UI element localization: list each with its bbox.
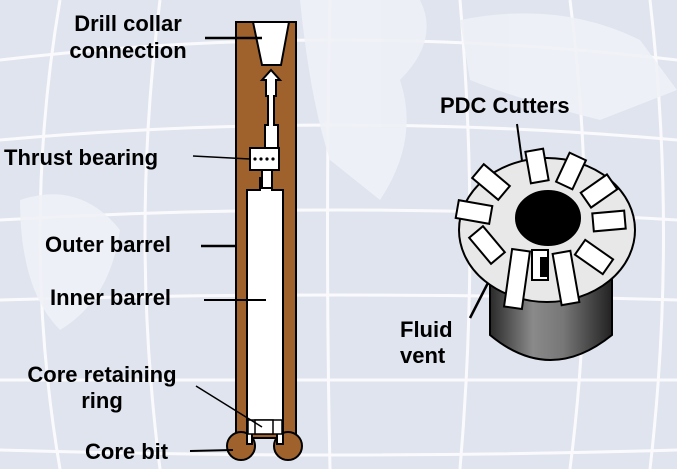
core-barrel — [226, 21, 303, 461]
drill-collar-socket — [251, 21, 291, 66]
fluid-vent-slot — [540, 257, 548, 277]
bit-labels: PDC Cutters Fluid vent — [400, 93, 570, 368]
label-inner-barrel: Inner barrel — [50, 285, 171, 310]
pdc-bit — [454, 147, 636, 361]
label-drill-collar: Drill collar — [74, 11, 182, 36]
label-fluid-vent: Fluid — [400, 317, 453, 342]
label-core-retaining-2: ring — [81, 388, 123, 413]
bit-center-port — [515, 190, 581, 246]
background-continents — [20, 0, 677, 330]
inner-bore — [246, 177, 284, 445]
label-core-bit: Core bit — [85, 439, 169, 464]
label-pdc-cutters: PDC Cutters — [440, 93, 570, 118]
label-core-retaining: Core retaining — [27, 362, 176, 387]
label-thrust-bearing: Thrust bearing — [4, 145, 158, 170]
label-fluid-vent-2: vent — [400, 343, 446, 368]
thrust-shaft — [259, 68, 283, 151]
core-barrel-labels: Drill collar connection Thrust bearing O… — [4, 11, 187, 464]
label-outer-barrel: Outer barrel — [45, 232, 171, 257]
label-drill-collar-2: connection — [69, 38, 186, 63]
